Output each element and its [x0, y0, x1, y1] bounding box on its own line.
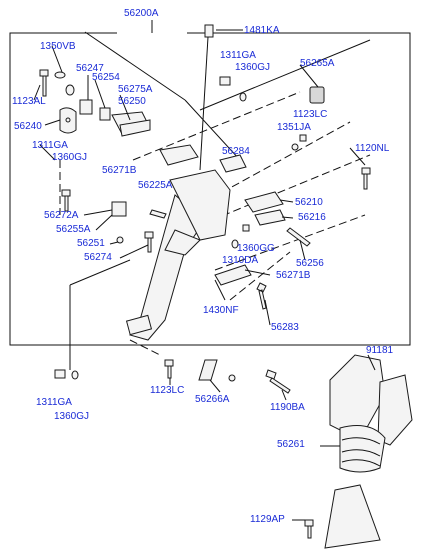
- bolt-56283[interactable]: [256, 282, 267, 310]
- bumper-56266A[interactable]: [198, 359, 218, 381]
- shift-bracket-91181[interactable]: [377, 374, 413, 446]
- pin-56274[interactable]: [144, 231, 154, 253]
- label-1360GJ-top[interactable]: 1360GJ: [235, 62, 271, 73]
- bracket-56271B-mid[interactable]: [214, 264, 252, 286]
- label-1430NF[interactable]: 1430NF: [203, 305, 239, 316]
- label-1360GJ-bottom[interactable]: 1360GJ: [54, 411, 90, 422]
- link-56271B[interactable]: [159, 144, 199, 166]
- pedal-pad[interactable]: [125, 314, 153, 336]
- label-91181[interactable]: 91181: [366, 345, 394, 356]
- spring-56225A[interactable]: [149, 209, 167, 219]
- label-1311GA-top[interactable]: 1311GA: [220, 50, 256, 61]
- label-1123LC-bottom[interactable]: 1123LC: [150, 385, 185, 396]
- bushing-56247[interactable]: [79, 99, 93, 115]
- label-56272A[interactable]: 56272A: [44, 210, 79, 221]
- bolt-56272A[interactable]: [61, 189, 71, 212]
- bolt-1190BA[interactable]: [265, 369, 291, 394]
- label-56265A[interactable]: 56265A: [300, 58, 335, 69]
- label-1120NL[interactable]: 1120NL: [355, 143, 390, 154]
- dash-line-4: [214, 214, 366, 271]
- label-56200A[interactable]: 56200A: [124, 8, 159, 19]
- label-56266A[interactable]: 56266A: [195, 394, 230, 405]
- label-56256[interactable]: 56256: [296, 258, 324, 269]
- label-56251[interactable]: 56251: [77, 238, 105, 249]
- bushing-56255A[interactable]: [111, 201, 127, 217]
- dash-line-1: [132, 91, 301, 161]
- bolt-1123AL[interactable]: [39, 69, 49, 97]
- label-1129AP[interactable]: 1129AP: [250, 514, 285, 525]
- dash-line-3: [199, 154, 371, 226]
- pedal-bracket[interactable]: [169, 169, 231, 241]
- label-1360GJ-left[interactable]: 1360GJ: [52, 152, 88, 163]
- washer-1350VB[interactable]: [54, 71, 66, 79]
- nut-1311GA-bot[interactable]: [54, 369, 66, 379]
- bushing-56254[interactable]: [99, 107, 111, 121]
- screw-1129AP[interactable]: [304, 519, 314, 539]
- dash-line-5: [229, 251, 291, 301]
- label-56247[interactable]: 56247: [76, 63, 104, 74]
- nut-1311GA-top[interactable]: [219, 76, 231, 86]
- label-56274[interactable]: 56274: [84, 252, 112, 263]
- bolt-56256[interactable]: [286, 227, 311, 247]
- bracket-56284[interactable]: [219, 154, 247, 173]
- label-56250[interactable]: 56250: [118, 96, 146, 107]
- label-1310DA[interactable]: 1310DA: [222, 255, 259, 266]
- clip-1481KA[interactable]: [204, 24, 214, 38]
- label-1350VB[interactable]: 1350VB: [40, 41, 76, 52]
- assembly-frame: [9, 32, 411, 346]
- label-1190BA[interactable]: 1190BA: [270, 402, 305, 413]
- label-1123LC-right[interactable]: 1123LC: [293, 109, 328, 120]
- label-56283[interactable]: 56283: [271, 322, 299, 333]
- label-56210[interactable]: 56210: [295, 197, 323, 208]
- bolt-1123LC-bot[interactable]: [164, 359, 174, 379]
- label-56284[interactable]: 56284: [222, 146, 250, 157]
- label-56216[interactable]: 56216: [298, 212, 326, 223]
- label-1481KA[interactable]: 1481KA: [244, 25, 280, 36]
- label-1311GA-left[interactable]: 1311GA: [32, 140, 68, 151]
- spacer-56265A[interactable]: [309, 86, 325, 104]
- label-1360GG[interactable]: 1360GG: [237, 243, 275, 254]
- label-56271B-mid[interactable]: 56271B: [276, 270, 311, 281]
- console-1129AP[interactable]: [324, 484, 381, 549]
- label-56261[interactable]: 56261: [277, 439, 305, 450]
- label-1351JA[interactable]: 1351JA: [277, 122, 311, 133]
- plate-56210[interactable]: [244, 191, 284, 213]
- bolt-1120NL[interactable]: [361, 167, 371, 190]
- label-56240[interactable]: 56240: [14, 121, 42, 132]
- label-56271B-top[interactable]: 56271B: [102, 165, 137, 176]
- label-1123AL[interactable]: 1123AL: [12, 96, 46, 107]
- lever-56275A[interactable]: [119, 119, 151, 137]
- label-1311GA-bottom[interactable]: 1311GA: [36, 397, 72, 408]
- label-56255A[interactable]: 56255A: [56, 224, 91, 235]
- label-56254[interactable]: 56254: [92, 72, 120, 83]
- label-56275A[interactable]: 56275A: [118, 84, 153, 95]
- plate-56216[interactable]: [254, 209, 286, 226]
- label-56225A[interactable]: 56225A: [138, 180, 173, 191]
